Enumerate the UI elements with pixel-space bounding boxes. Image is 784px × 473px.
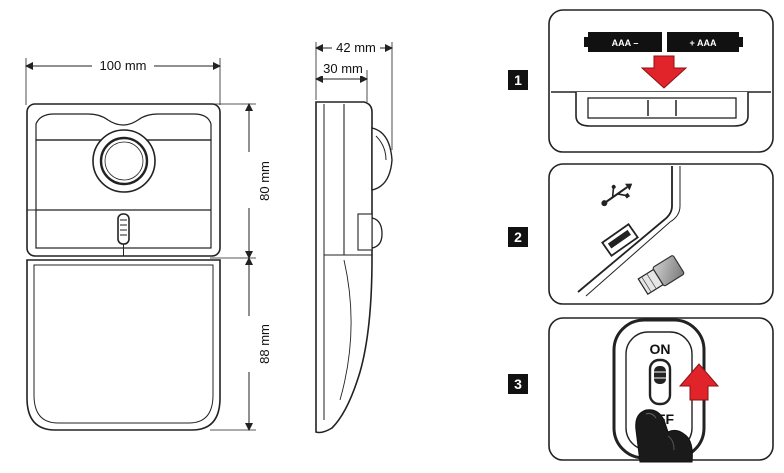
finger-icon bbox=[635, 409, 693, 463]
side-profile bbox=[315, 101, 373, 434]
depth-total-dimension-label: 42 mm bbox=[336, 40, 376, 55]
switch-on-label: ON bbox=[650, 341, 671, 357]
width-dimension-label: 100 mm bbox=[100, 58, 147, 73]
step-1-number: 1 bbox=[514, 72, 522, 88]
scroll-wheel-icon bbox=[117, 213, 130, 245]
usb-icon bbox=[601, 183, 633, 207]
height-bottom-dimension-label: 88 mm bbox=[257, 324, 272, 364]
step-3-number: 3 bbox=[514, 376, 522, 392]
step-2-number: 2 bbox=[514, 229, 522, 245]
usb-port-icon bbox=[601, 223, 639, 257]
battery-right-icon bbox=[667, 32, 739, 52]
switch-arrow-icon bbox=[678, 363, 720, 401]
front-view: 100 mm 80 mm 88 mm bbox=[25, 57, 272, 431]
step-2: 2 bbox=[508, 163, 774, 305]
mouse-palm-rest bbox=[26, 259, 221, 431]
battery-left-label: AAA – bbox=[612, 38, 639, 48]
insert-arrow-icon bbox=[640, 55, 688, 89]
step-1: 1 AAA – + AAA bbox=[508, 9, 774, 153]
side-view: 42 mm 30 mm bbox=[315, 40, 393, 434]
battery-left-icon bbox=[588, 32, 662, 52]
step-3: 3 ON OFF bbox=[508, 317, 774, 463]
step-1-badge bbox=[508, 70, 528, 90]
height-top-dimension-label: 80 mm bbox=[257, 161, 272, 201]
depth-body-dimension-label: 30 mm bbox=[323, 61, 363, 76]
usb-dongle-icon bbox=[637, 255, 685, 296]
step-2-badge bbox=[508, 227, 528, 247]
step-3-badge bbox=[508, 374, 528, 394]
battery-right-label: + AAA bbox=[690, 38, 717, 48]
